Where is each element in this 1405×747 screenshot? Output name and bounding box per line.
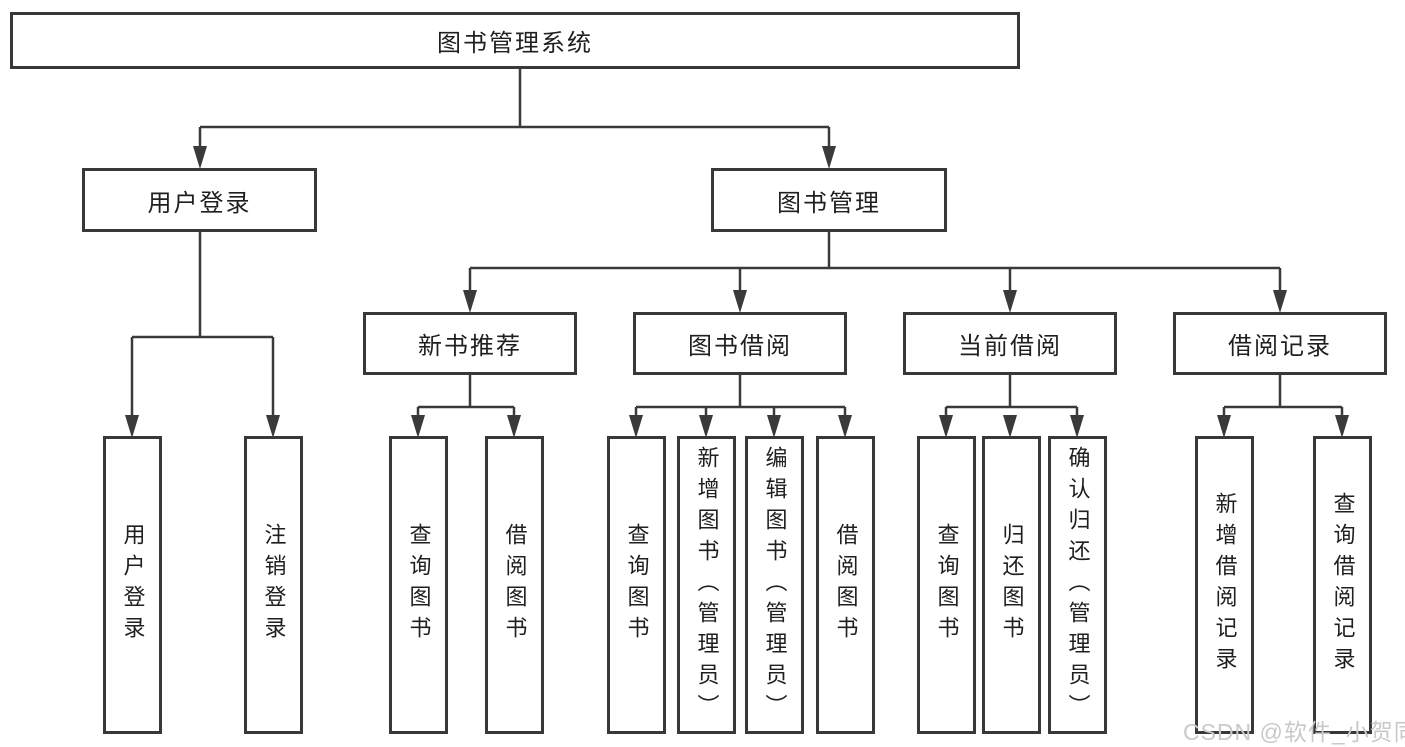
leaf-add-book-admin-label: 新增图书（管理员）	[694, 445, 720, 725]
node-book-borrow: 图书借阅	[633, 312, 847, 375]
leaf-query-books-recommend: 查询图书	[389, 436, 448, 734]
leaf-logout-login: 注销登录	[244, 436, 303, 734]
leaf-add-borrow-record-label: 新增借阅记录	[1212, 492, 1238, 678]
leaf-borrow-books-recommend-label: 借阅图书	[502, 523, 528, 647]
leaf-query-books-current-label: 查询图书	[934, 523, 960, 647]
leaf-query-books-recommend-label: 查询图书	[406, 523, 432, 647]
node-book-management: 图书管理	[711, 168, 947, 232]
leaf-edit-book-admin: 编辑图书（管理员）	[745, 436, 804, 734]
leaf-query-books-current: 查询图书	[917, 436, 976, 734]
leaf-user-login-label: 用户登录	[120, 523, 146, 647]
leaf-confirm-return-admin: 确认归还（管理员）	[1048, 436, 1107, 734]
node-current-borrow: 当前借阅	[903, 312, 1117, 375]
leaf-borrow-books-label: 借阅图书	[833, 523, 859, 647]
leaf-edit-book-admin-label: 编辑图书（管理员）	[762, 445, 788, 725]
leaf-return-books: 归还图书	[982, 436, 1041, 734]
node-new-book-recommend: 新书推荐	[363, 312, 577, 375]
leaf-borrow-books-recommend: 借阅图书	[485, 436, 544, 734]
leaf-return-books-label: 归还图书	[999, 523, 1025, 647]
leaf-add-borrow-record: 新增借阅记录	[1195, 436, 1254, 734]
leaf-add-book-admin: 新增图书（管理员）	[677, 436, 736, 734]
node-library-system: 图书管理系统	[10, 12, 1020, 69]
node-borrow-records: 借阅记录	[1173, 312, 1387, 375]
leaf-logout-login-label: 注销登录	[261, 523, 287, 647]
leaf-query-books-borrow: 查询图书	[607, 436, 666, 734]
leaf-user-login: 用户登录	[103, 436, 162, 734]
leaf-confirm-return-admin-label: 确认归还（管理员）	[1065, 445, 1091, 725]
csdn-watermark: CSDN @软件_小贺同学	[1183, 719, 1405, 745]
leaf-query-borrow-record-label: 查询借阅记录	[1330, 492, 1356, 678]
leaf-query-borrow-record: 查询借阅记录	[1313, 436, 1372, 734]
leaf-borrow-books: 借阅图书	[816, 436, 875, 734]
node-user-login: 用户登录	[82, 168, 317, 232]
leaf-query-books-borrow-label: 查询图书	[624, 523, 650, 647]
